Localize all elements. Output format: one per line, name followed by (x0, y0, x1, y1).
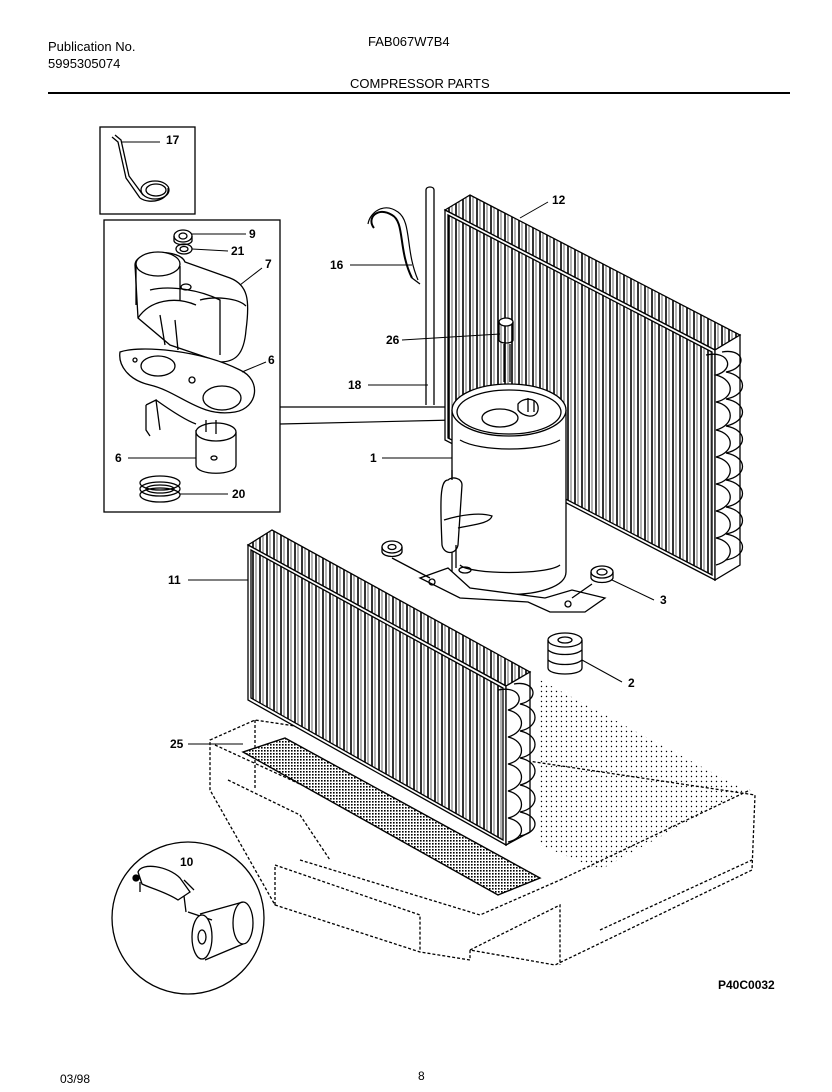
callout-6-gasket: 6 (268, 353, 275, 367)
condenser-coil-12 (443, 194, 744, 582)
section-title: COMPRESSOR PARTS (350, 76, 490, 91)
callout-7: 7 (265, 257, 272, 271)
header-rule (48, 92, 790, 94)
callout-1: 1 (370, 451, 377, 465)
compressor-nuts (381, 540, 614, 599)
callout-11: 11 (168, 573, 181, 587)
callout-18: 18 (348, 378, 362, 392)
drawing-code: P40C0032 (718, 978, 775, 992)
callout-17: 17 (166, 133, 180, 147)
callout-10: 10 (180, 855, 194, 869)
compressor (418, 383, 607, 613)
callout-20: 20 (232, 487, 246, 501)
publication-number: 5995305074 (48, 56, 121, 71)
model-number: FAB067W7B4 (368, 34, 450, 49)
publication-label: Publication No. (48, 39, 136, 54)
callout-21: 21 (231, 244, 245, 258)
callout-12: 12 (552, 193, 566, 207)
footer-page-number: 8 (418, 1069, 425, 1083)
mounting-clip-inset (111, 841, 265, 995)
footer-date: 03/98 (60, 1072, 91, 1086)
callout-6-overload: 6 (115, 451, 122, 465)
terminal-cover-inset (103, 219, 281, 513)
evaporator-coil-11 (246, 529, 536, 847)
callout-3: 3 (660, 593, 667, 607)
wire-inset (99, 126, 196, 215)
callout-26: 26 (386, 333, 400, 347)
callout-2: 2 (628, 676, 635, 690)
callout-9: 9 (249, 227, 256, 241)
callout-25: 25 (170, 737, 184, 751)
callout-16: 16 (330, 258, 344, 272)
grommet (547, 632, 583, 675)
